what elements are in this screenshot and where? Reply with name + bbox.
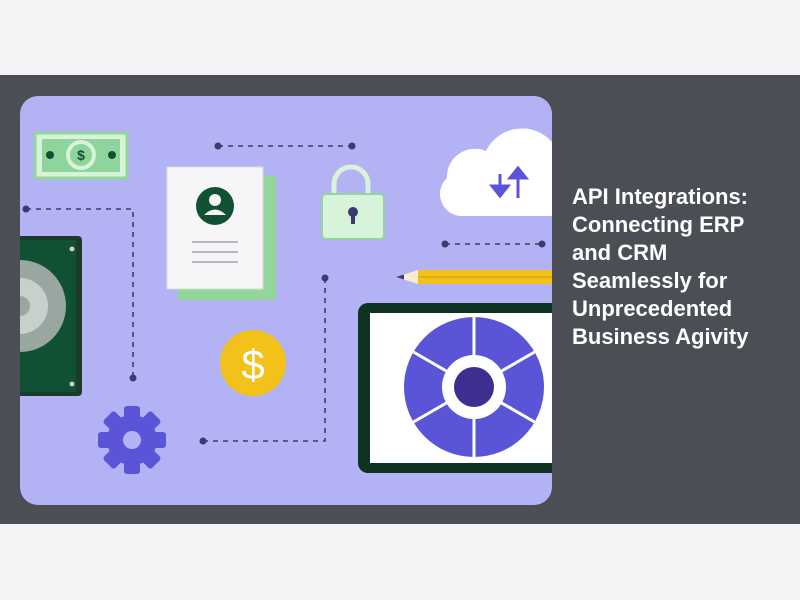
document-user-icon — [166, 166, 276, 300]
padlock-icon — [321, 164, 385, 240]
article-title[interactable]: API Integrations: Connecting ERP and CRM… — [572, 184, 749, 349]
connector-lines — [26, 145, 542, 442]
cloud-sync-icon — [440, 128, 552, 216]
dollar-coin-icon: $ — [220, 330, 286, 396]
coin-symbol: $ — [241, 341, 264, 388]
pencil-icon — [396, 270, 552, 284]
hard-drive-icon — [20, 236, 82, 396]
hero-illustration: $ — [20, 96, 552, 505]
gear-icon — [98, 406, 166, 474]
tablet-chart-icon — [358, 303, 552, 473]
banknote-icon: $ — [33, 131, 129, 180]
banknote-symbol: $ — [77, 147, 85, 163]
